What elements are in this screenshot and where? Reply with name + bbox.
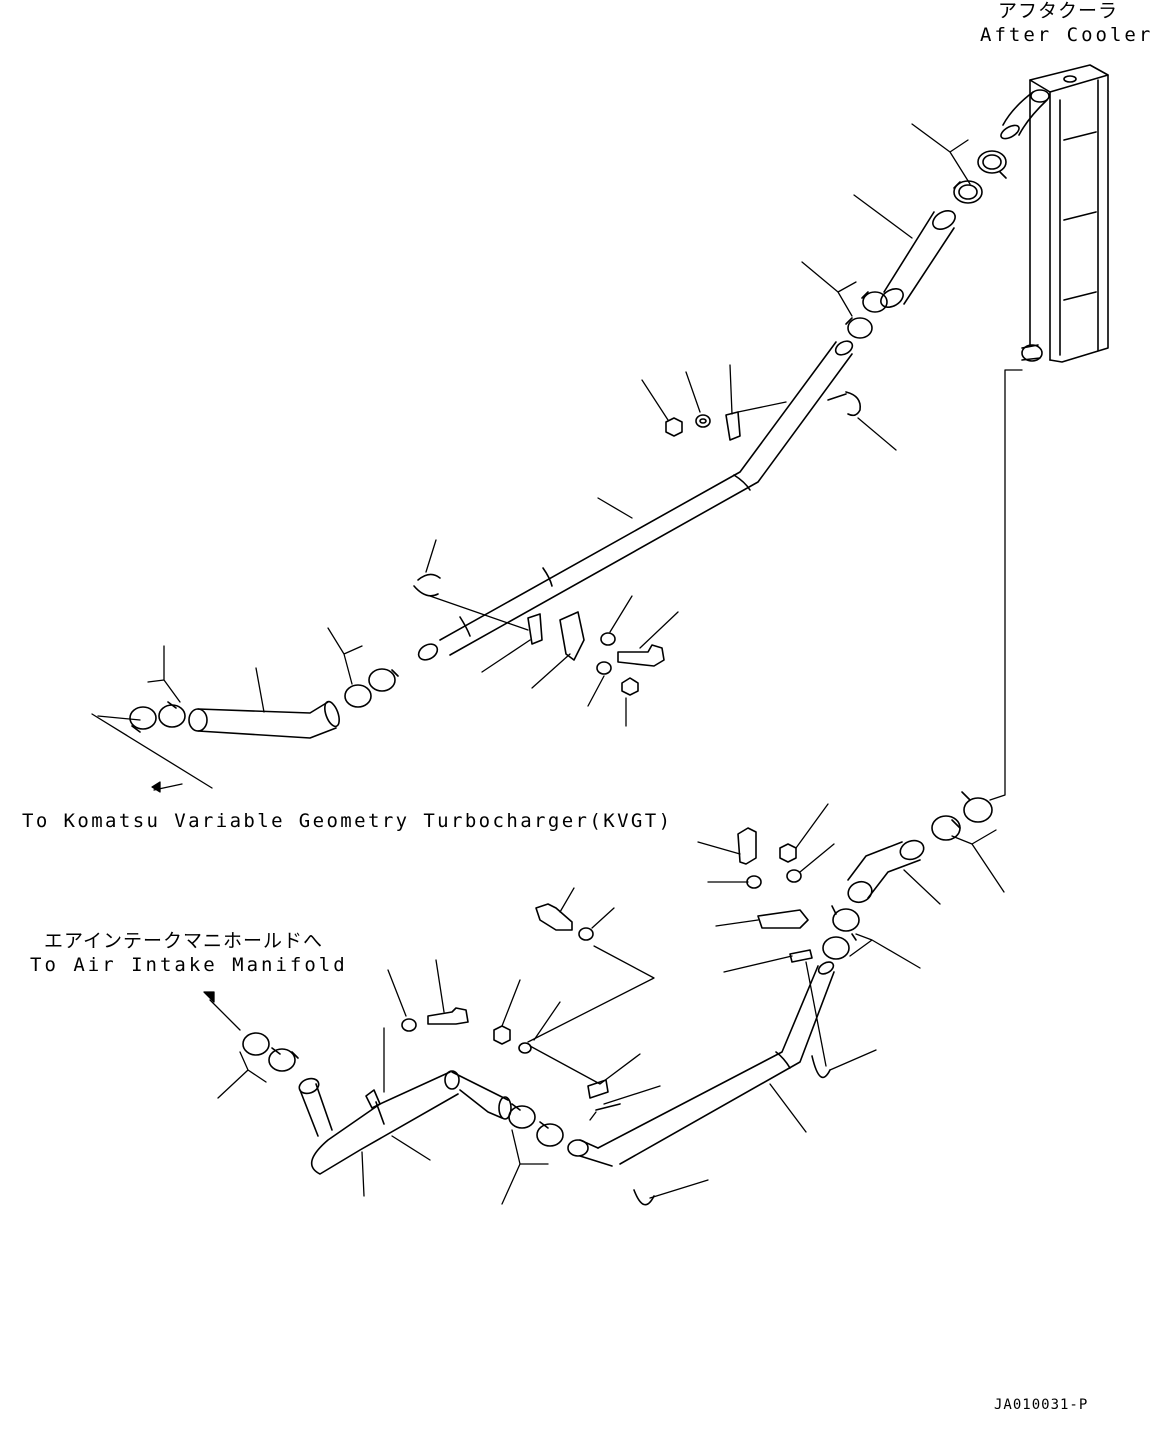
upper-ubolt-left (413, 573, 441, 597)
upper-hardware-top (665, 411, 741, 441)
lower-left-pipe (298, 1070, 512, 1175)
upper-clamps-mid (845, 291, 888, 339)
lower-left-clamps (242, 1032, 299, 1072)
lower-ubolts (587, 1055, 831, 1206)
after-cooler-label-jp: アフタクーラ (998, 0, 1119, 22)
lower-right-hose (847, 839, 925, 904)
upper-clamps-top (953, 150, 1007, 204)
upper-leader-lines (91, 123, 971, 793)
after-cooler (1000, 64, 1109, 363)
lower-long-pipe (567, 961, 835, 1167)
lower-mid-hardware (401, 903, 594, 1054)
kvgt-label: To Komatsu Variable Geometry Turbocharge… (22, 810, 673, 832)
upper-bracket-hardware (527, 611, 665, 696)
upper-ubolt (827, 391, 862, 417)
drawing-code: JA010031-P (994, 1397, 1089, 1413)
upper-left-clamps (129, 668, 399, 733)
intake-label-jp: エアインテークマニホールドへ (44, 930, 324, 952)
intake-label: To Air Intake Manifold (30, 954, 348, 976)
lower-right-clamps (931, 791, 993, 841)
upper-left-hose (188, 700, 340, 739)
lower-right-clamps-2 (822, 905, 860, 960)
after-cooler-label: After Cooler (980, 24, 1154, 46)
lower-mid-clamps (508, 1103, 564, 1147)
lower-leader-lines (203, 803, 1005, 1205)
lower-right-hardware (737, 827, 813, 963)
upper-short-hose (880, 210, 956, 308)
upper-long-pipe (417, 340, 854, 661)
